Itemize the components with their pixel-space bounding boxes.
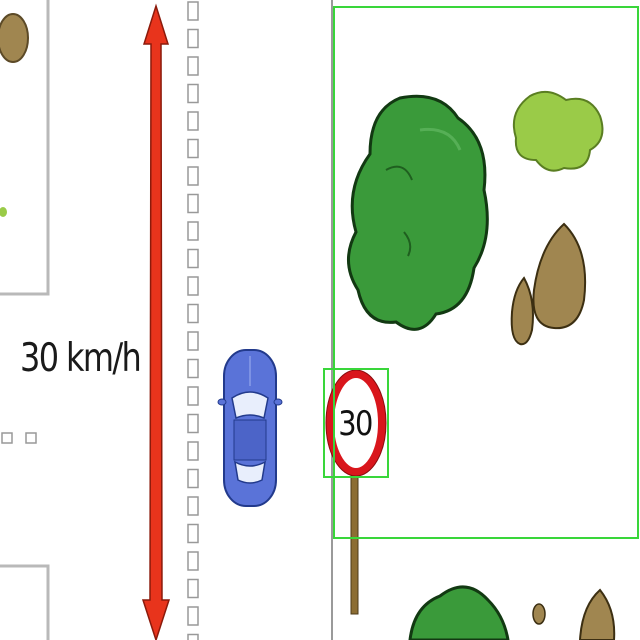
lane-dash xyxy=(187,276,199,296)
lane-dash xyxy=(187,28,199,49)
lane-dash xyxy=(187,303,199,324)
lane-dash xyxy=(187,468,199,489)
tree-icon xyxy=(346,94,489,331)
tree-icon xyxy=(408,585,510,640)
sign-bounding-box xyxy=(323,368,389,478)
lane-dash xyxy=(187,633,199,640)
lane-dash xyxy=(187,523,199,544)
lane-dash xyxy=(187,496,199,516)
lane-dash xyxy=(187,138,199,159)
left-dash-marks xyxy=(1,432,37,444)
lane-dash xyxy=(187,386,199,406)
rock-icon xyxy=(510,222,587,346)
lane-dash xyxy=(187,413,199,434)
lane-dash xyxy=(187,166,199,186)
left-block-top xyxy=(0,0,50,296)
lane-dash xyxy=(187,606,199,626)
area-bounding-box xyxy=(333,6,639,539)
lane-dashes xyxy=(187,1,199,640)
lane-dash xyxy=(187,56,199,76)
lane-dash xyxy=(187,248,199,269)
speed-limit-sign-icon xyxy=(325,369,387,477)
car-icon xyxy=(217,349,283,507)
lane-dash xyxy=(187,83,199,104)
lane-dash xyxy=(187,551,199,571)
lane-dash xyxy=(187,578,199,599)
sign-number: 30 xyxy=(338,404,373,444)
lane-dash xyxy=(187,193,199,214)
lane-dash xyxy=(187,358,199,379)
lane-dash xyxy=(187,1,199,21)
lane-dash xyxy=(187,221,199,241)
double-arrow-icon xyxy=(141,3,171,640)
lane-dash xyxy=(187,111,199,131)
left-block-bottom xyxy=(0,564,50,640)
speed-limit-label: 30 km/h xyxy=(20,336,142,381)
rock-icon xyxy=(0,13,29,63)
bush-icon xyxy=(0,207,7,217)
bush-icon xyxy=(512,90,604,172)
rock-icon xyxy=(532,588,616,640)
lane-dash xyxy=(187,331,199,351)
lane-dash xyxy=(187,441,199,461)
